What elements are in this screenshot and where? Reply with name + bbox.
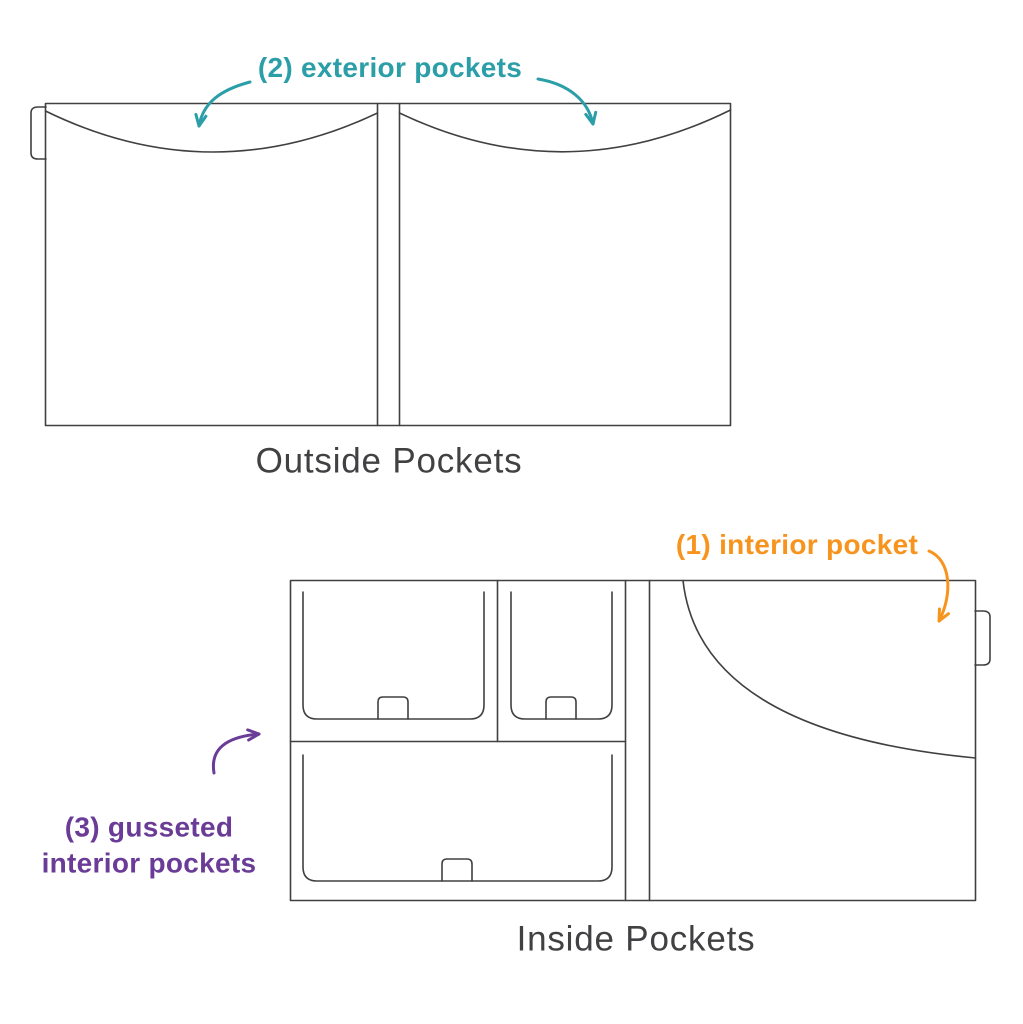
outside-left-tab bbox=[30, 106, 47, 160]
gusseted-pocket-bottom bbox=[302, 754, 613, 882]
interior-pocket-curve bbox=[682, 579, 977, 759]
interior-pocket-arrow-icon bbox=[927, 549, 950, 623]
exterior-pockets-arrow-left-icon bbox=[194, 80, 252, 128]
exterior-pockets-arrow-right-icon bbox=[536, 77, 598, 126]
exterior-pockets-annotation: (2) exterior pockets bbox=[257, 51, 523, 83]
outside-right-pocket-curve bbox=[398, 109, 732, 153]
inside-panel-outline bbox=[289, 579, 977, 902]
interior-pocket-annotation: (1) interior pocket bbox=[675, 528, 919, 560]
gusseted-pocket-top-right-tab bbox=[545, 696, 577, 720]
gusseted-pocket-top-right bbox=[510, 591, 613, 720]
gusseted-pocket-top-left bbox=[302, 591, 485, 720]
gusseted-pockets-annotation-line2: interior pockets bbox=[41, 848, 257, 879]
outside-left-pocket-curve bbox=[44, 110, 379, 153]
inside-pockets-drawing bbox=[289, 579, 991, 902]
outside-pockets-title: Outside Pockets bbox=[255, 441, 523, 481]
gusseted-pockets-annotation-line1: (3) gusseted bbox=[64, 811, 234, 843]
outside-pockets-drawing bbox=[30, 102, 732, 427]
gusseted-pockets-arrow-icon bbox=[211, 728, 261, 775]
gusseted-pocket-top-left-tab bbox=[377, 696, 409, 720]
outside-panel-outline bbox=[44, 102, 732, 427]
inside-pockets-title: Inside Pockets bbox=[516, 919, 756, 959]
gusseted-pocket-bottom-tab bbox=[441, 858, 473, 882]
gusseted-pockets-annotation: (3) gusseted interior pockets bbox=[42, 810, 257, 883]
inside-right-tab bbox=[974, 610, 991, 666]
